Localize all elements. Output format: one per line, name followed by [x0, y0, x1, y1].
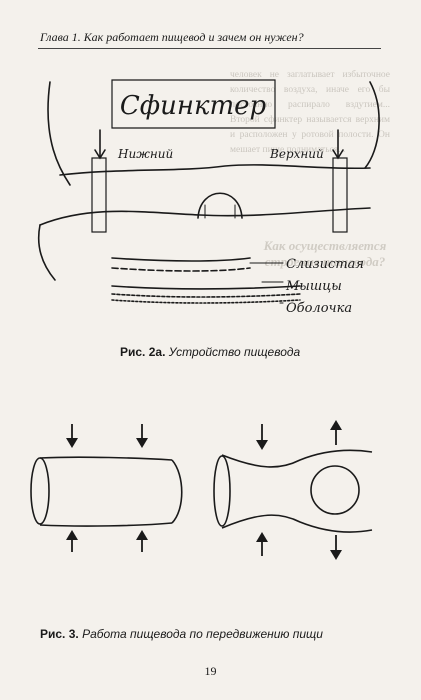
background-bleed-heading: Как осуществляется строение пищевода? — [263, 238, 387, 269]
label-layer-membrane: Оболочка — [286, 301, 352, 316]
figure-3-left-tube — [30, 456, 183, 527]
label-upper-sphincter: Верхний — [269, 147, 324, 161]
figure-3-left-arrows — [66, 424, 148, 552]
figure-2a-caption-number: Рис. 2а. — [120, 345, 166, 359]
figure-2a-drawing — [37, 79, 380, 304]
figure-3-right-arrows — [256, 420, 342, 560]
sphincter-title: Сфинктер — [120, 91, 267, 121]
header-divider — [38, 48, 381, 49]
figure-2a-caption: Рис. 2а. Устройство пищевода — [120, 345, 300, 359]
figure-3-caption: Рис. 3. Работа пищевода по передвижению … — [40, 627, 323, 641]
page-number: 19 — [204, 664, 217, 678]
label-layer-muscles: Мышцы — [285, 279, 342, 294]
figure-3-caption-number: Рис. 3. — [40, 627, 79, 641]
figure-2a-caption-text: Устройство пищевода — [168, 345, 301, 359]
label-layer-mucosa: Слизистая — [286, 257, 364, 272]
background-bleed-text: человек не заглатывает избыточное количе… — [230, 70, 390, 155]
label-lower-sphincter: Нижний — [117, 147, 173, 161]
figure-3-right-tube — [213, 449, 373, 533]
figure-3-caption-text: Работа пищевода по передвижению пищи — [82, 627, 323, 641]
chapter-header: Глава 1. Как работает пищевод и зачем он… — [40, 30, 304, 44]
